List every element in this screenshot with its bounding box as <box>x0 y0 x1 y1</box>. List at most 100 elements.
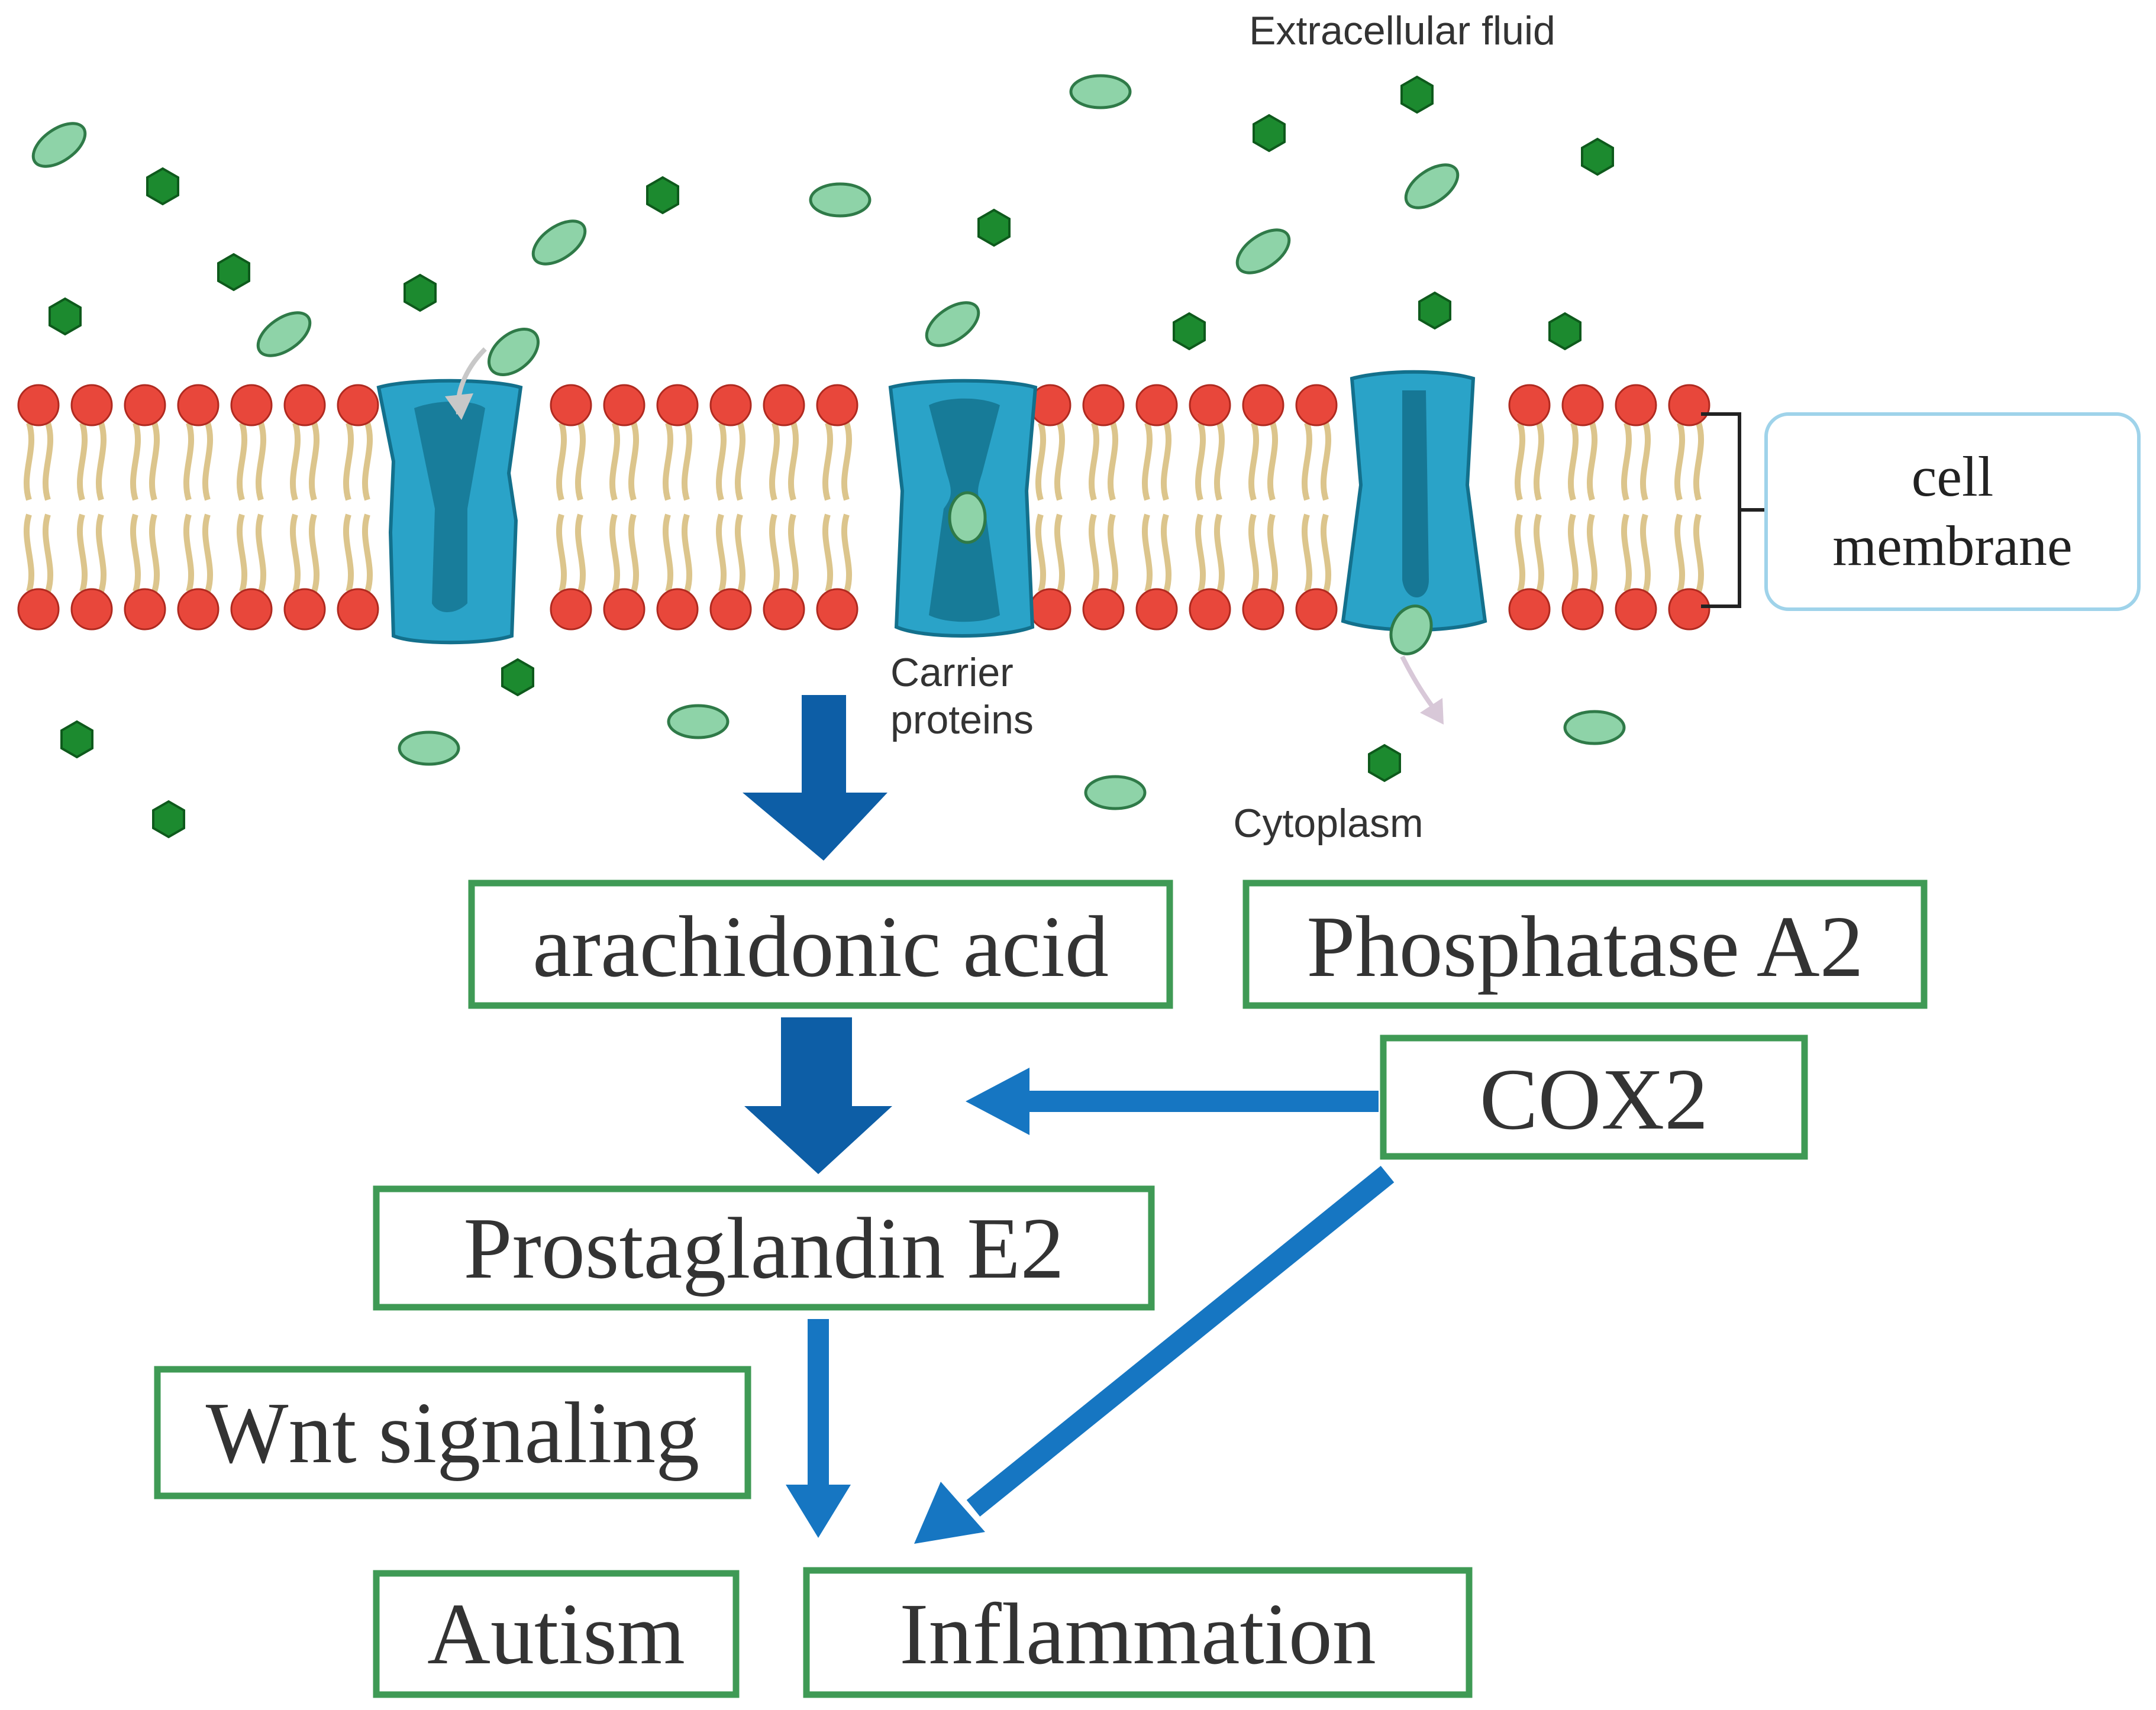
oval-molecule-icon <box>31 122 87 168</box>
lipid-tail <box>1640 422 1651 501</box>
lipid-tail <box>202 422 213 501</box>
lipid-head <box>816 384 858 426</box>
lipid-tail <box>256 513 266 593</box>
cox2-box <box>1380 1035 1808 1160</box>
lipid-head <box>1561 588 1604 631</box>
lipid-tail <box>682 513 692 593</box>
lipid-tail <box>1035 513 1046 593</box>
lipid-head <box>1508 384 1551 426</box>
lipid-head <box>70 384 113 426</box>
lipid-head <box>1295 384 1338 426</box>
lipid-tail <box>1267 513 1278 593</box>
lipid-head <box>603 384 645 426</box>
lipid-tail <box>682 422 692 501</box>
lipid-head <box>283 384 326 426</box>
lipid-tail <box>1108 513 1118 593</box>
prostaglandin-e2-box <box>373 1185 1155 1311</box>
hexagon-molecule-icon <box>1418 291 1451 330</box>
lipid-tail <box>43 513 53 593</box>
lipid-tail <box>43 422 53 501</box>
arachidonic-acid-box <box>468 880 1173 1009</box>
lipid-tail <box>609 422 620 501</box>
phosphatase-a2-box <box>1242 880 1928 1009</box>
hexagon-molecule-icon <box>501 658 534 697</box>
lipid-head <box>177 384 220 426</box>
lipid-head <box>1189 588 1231 631</box>
lipid-tail <box>183 513 194 593</box>
lipid-head <box>1668 384 1710 426</box>
hexagon-molecule-icon <box>404 273 437 312</box>
lipid-tail <box>1054 513 1065 593</box>
membrane-bracket <box>1701 412 1766 608</box>
lipid-tail <box>575 422 586 501</box>
extracellular-fluid-label: Extracellular fluid <box>1249 8 1555 53</box>
lipid-tail <box>1568 422 1579 501</box>
lipid-head <box>283 588 326 631</box>
lipid-tail <box>1640 513 1651 593</box>
cell-membrane-label-2: membrane <box>1832 514 2072 577</box>
lipid-tail <box>343 422 354 501</box>
lipid-tail <box>769 513 780 593</box>
hexagon-molecule-icon <box>646 176 679 215</box>
lipid-head <box>230 384 273 426</box>
lipid-tail <box>609 513 620 593</box>
lipid-tail <box>183 422 194 501</box>
lipid-tail <box>256 422 266 501</box>
hexagon-molecule-icon <box>1368 744 1401 783</box>
oval-molecule-icon <box>925 301 980 347</box>
lipid-head <box>816 588 858 631</box>
lipid-tail <box>130 422 141 501</box>
lipid-tail <box>1214 513 1225 593</box>
lipid-tail <box>1054 422 1065 501</box>
lipid-tail <box>841 513 852 593</box>
lipid-tail <box>663 513 673 593</box>
lipid-tail <box>1693 422 1704 501</box>
lipid-tail <box>1587 513 1597 593</box>
lipid-head <box>1029 588 1071 631</box>
lipid-head <box>124 384 166 426</box>
lipid-tail <box>77 513 88 593</box>
lipid-tail <box>362 422 373 501</box>
lipid-head <box>1508 588 1551 631</box>
autism-box <box>373 1570 740 1698</box>
lipid-head <box>763 588 805 631</box>
lipid-tail <box>1248 513 1259 593</box>
hexagon-molecule-icon <box>217 253 250 292</box>
lipid-tail <box>149 422 160 501</box>
lipid-bilayer-icon <box>17 384 1710 631</box>
cell-membrane-callout <box>1764 412 2141 611</box>
lipid-tail <box>1515 422 1525 501</box>
phosphatase-a2-text: Phosphatase A2 <box>1306 898 1863 995</box>
lipid-tail <box>77 422 88 501</box>
hexagon-molecule-icon <box>60 720 93 759</box>
lipid-head <box>603 588 645 631</box>
lipid-tail <box>290 422 301 501</box>
hexagon-molecule-icon <box>1548 312 1582 351</box>
scattered-molecules <box>31 74 1626 839</box>
prostaglandin-e2-text: Prostaglandin E2 <box>463 1200 1064 1297</box>
lipid-tail <box>1035 422 1046 501</box>
hexagon-molecule-icon <box>1253 114 1286 153</box>
lipid-head <box>1242 384 1284 426</box>
lipid-head <box>709 384 752 426</box>
lipid-head <box>230 588 273 631</box>
lipid-tail <box>1089 513 1099 593</box>
lipid-tail <box>1302 513 1312 593</box>
lipid-tail <box>1142 422 1153 501</box>
lipid-tail <box>1321 422 1331 501</box>
hexagon-molecule-icon <box>1173 312 1206 351</box>
lipid-head <box>17 384 60 426</box>
lipid-tail <box>24 513 34 593</box>
lipid-tail <box>96 422 106 501</box>
oval-molecule-icon <box>1563 710 1626 745</box>
oval-molecule-icon <box>1069 74 1132 109</box>
carrier-protein-icon <box>376 379 523 645</box>
hexagon-molecule-icon <box>49 297 82 336</box>
lipid-tail <box>716 422 727 501</box>
lipid-head <box>709 588 752 631</box>
inflammation-text: Inflammation <box>899 1586 1376 1683</box>
lipid-tail <box>628 513 639 593</box>
arachidonic-acid-text: arachidonic acid <box>532 898 1109 995</box>
lipid-tail <box>1267 422 1278 501</box>
